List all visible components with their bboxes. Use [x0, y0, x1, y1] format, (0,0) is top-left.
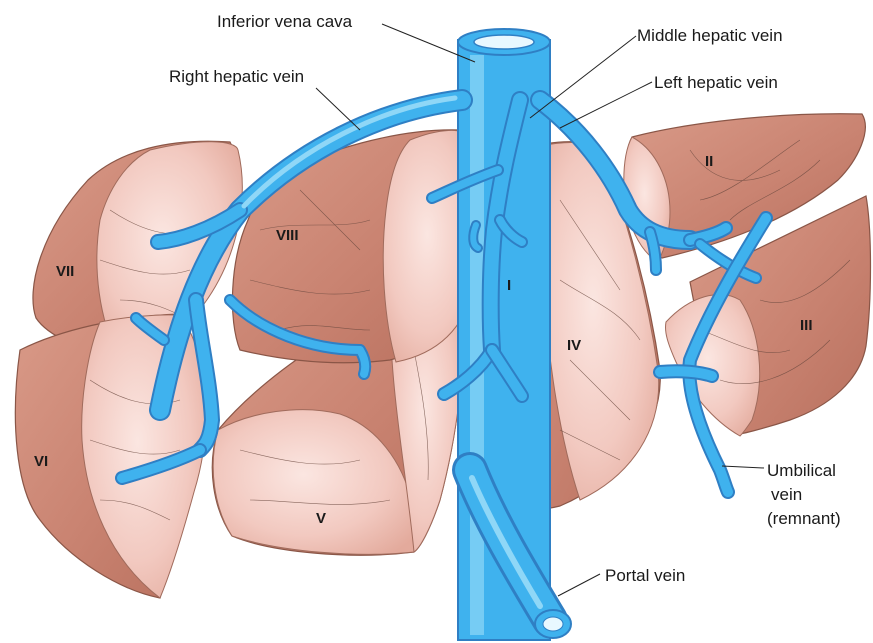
segment-label-iv: IV: [567, 337, 581, 354]
label-umbilical-line1: Umbilical: [767, 461, 836, 480]
segment-label-ii: II: [705, 153, 713, 170]
label-umbilical-line2: vein: [771, 485, 802, 504]
segment-label-vii: VII: [56, 263, 74, 280]
segment-label-iii: III: [800, 317, 813, 334]
label-inferior-vena-cava: Inferior vena cava: [217, 12, 353, 31]
segment-label-i: I: [507, 277, 511, 294]
label-umbilical-line3: (remnant): [767, 509, 841, 528]
label-right-hepatic-vein: Right hepatic vein: [169, 67, 304, 86]
label-left-hepatic-vein: Left hepatic vein: [654, 73, 778, 92]
label-portal-vein: Portal vein: [605, 566, 685, 585]
segment-label-viii: VIII: [276, 227, 299, 244]
label-middle-hepatic-vein: Middle hepatic vein: [637, 26, 783, 45]
segment-label-v: V: [316, 510, 326, 527]
segment-label-vi: VI: [34, 453, 48, 470]
